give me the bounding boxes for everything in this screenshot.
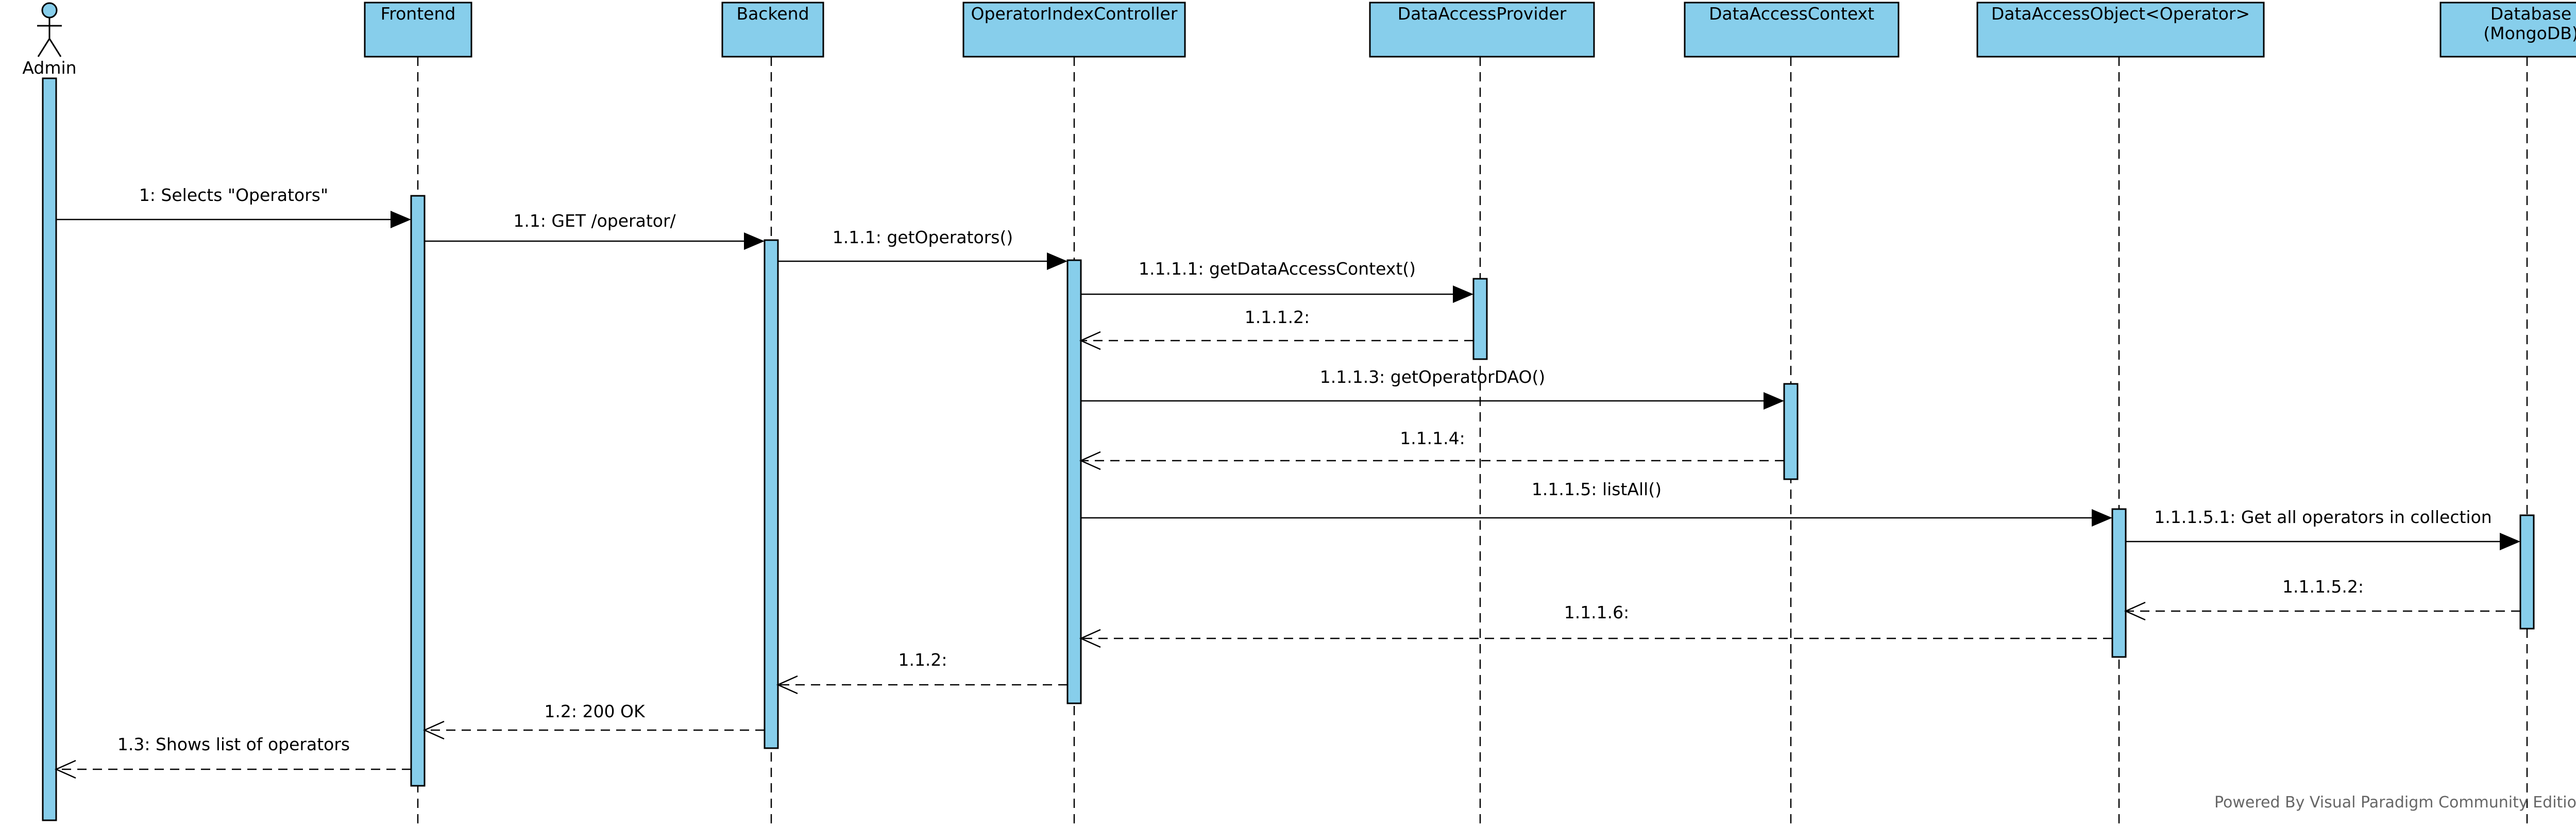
participant-label: DataAccessProvider	[1398, 4, 1567, 24]
participant-box	[364, 2, 472, 58]
message-10: 1.1.1.5.2:	[2124, 577, 2520, 621]
filled-arrowhead	[1047, 252, 1067, 270]
participant-label: Database	[2490, 4, 2571, 24]
message-label: 1.1.1.5: listAll()	[1532, 479, 1662, 499]
actor-leg-right	[48, 38, 62, 57]
message-1: 1: Selects "Operators"	[56, 185, 411, 228]
message-label: 1.1.1: getOperators()	[833, 227, 1013, 247]
message-label: 1.2: 200 OK	[544, 701, 646, 721]
filled-arrowhead	[2500, 533, 2520, 550]
actor-leg-left	[37, 38, 50, 57]
message-label: 1.1: GET /operator/	[513, 211, 676, 231]
activation-admin	[42, 77, 57, 821]
message-4: 1.1.1.1: getDataAccessContext()	[1081, 259, 1473, 303]
participant-box	[2439, 2, 2576, 58]
open-arrowhead	[776, 675, 798, 695]
open-arrowhead	[2124, 601, 2146, 621]
participant-label: DataAccessObject<Operator>	[1991, 4, 2250, 24]
open-arrowhead	[1079, 331, 1101, 350]
message-3: 1.1.1: getOperators()	[778, 227, 1067, 270]
message-12: 1.1.2:	[776, 650, 1067, 695]
message-7: 1.1.1.4:	[1079, 428, 1784, 470]
message-13: 1.2: 200 OK	[422, 701, 765, 740]
participant-label: Frontend	[381, 4, 456, 24]
message-label: 1: Selects "Operators"	[139, 185, 328, 205]
message-label: 1.1.1.6:	[1564, 602, 1630, 622]
participant-dao	[1976, 2, 2265, 58]
message-6: 1.1.1.3: getOperatorDAO()	[1081, 367, 1784, 410]
message-label: 1.1.2:	[898, 650, 947, 670]
actor-name: Admin	[22, 58, 76, 78]
activation-controller	[1066, 259, 1082, 704]
open-arrowhead	[54, 760, 76, 779]
activation-database	[2519, 514, 2535, 630]
activation-backend	[764, 239, 779, 749]
participant-label: OperatorIndexController	[971, 4, 1178, 24]
activation-dataaccessobject	[2111, 508, 2127, 658]
filled-arrowhead	[1453, 285, 1473, 303]
participant-dac	[1684, 2, 1900, 58]
participant-label: DataAccessContext	[1709, 4, 1874, 24]
open-arrowhead	[1079, 451, 1101, 470]
activation-dataaccessprovider	[1472, 278, 1488, 360]
message-14: 1.3: Shows list of operators	[54, 734, 411, 779]
participant-dap	[1369, 2, 1595, 58]
message-11: 1.1.1.6:	[1079, 602, 2112, 648]
open-arrowhead	[422, 720, 445, 740]
message-5: 1.1.1.2:	[1079, 307, 1473, 350]
open-arrowhead	[1079, 629, 1101, 648]
filled-arrowhead	[2092, 509, 2112, 527]
participant-backend	[721, 2, 824, 58]
message-label: 1.1.1.5.2:	[2282, 577, 2364, 597]
participant-controller	[962, 2, 1186, 58]
participant-label: Backend	[736, 4, 809, 24]
activation-dataaccesscontext	[1783, 383, 1799, 480]
admin-actor	[37, 2, 62, 57]
actor-head	[41, 2, 58, 19]
participant-box	[1684, 2, 1900, 58]
footer-text: Powered By Visual Paradigm Community Edi…	[2214, 794, 2576, 812]
message-9: 1.1.1.5.1: Get all operators in collecti…	[2126, 507, 2520, 550]
message-8: 1.1.1.5: listAll()	[1081, 479, 2112, 527]
participant-label-line2: (MongoDB)	[2483, 23, 2576, 43]
participant-box	[962, 2, 1186, 58]
participant-box	[1369, 2, 1595, 58]
filled-arrowhead	[744, 232, 765, 250]
filled-arrowhead	[391, 211, 411, 228]
message-2: 1.1: GET /operator/	[425, 211, 765, 250]
participant-box	[1976, 2, 2265, 58]
message-label: 1.1.1.3: getOperatorDAO()	[1320, 367, 1546, 387]
message-label: 1.1.1.2:	[1245, 307, 1310, 327]
message-label: 1.3: Shows list of operators	[117, 734, 350, 754]
participant-frontend	[364, 2, 472, 58]
participant-box	[721, 2, 824, 58]
message-label: 1.1.1.1: getDataAccessContext()	[1139, 259, 1416, 279]
filled-arrowhead	[1764, 392, 1784, 410]
activation-frontend	[410, 195, 426, 787]
participant-db	[2439, 2, 2576, 58]
message-label: 1.1.1.5.1: Get all operators in collecti…	[2154, 507, 2492, 527]
message-label: 1.1.1.4:	[1400, 428, 1465, 448]
